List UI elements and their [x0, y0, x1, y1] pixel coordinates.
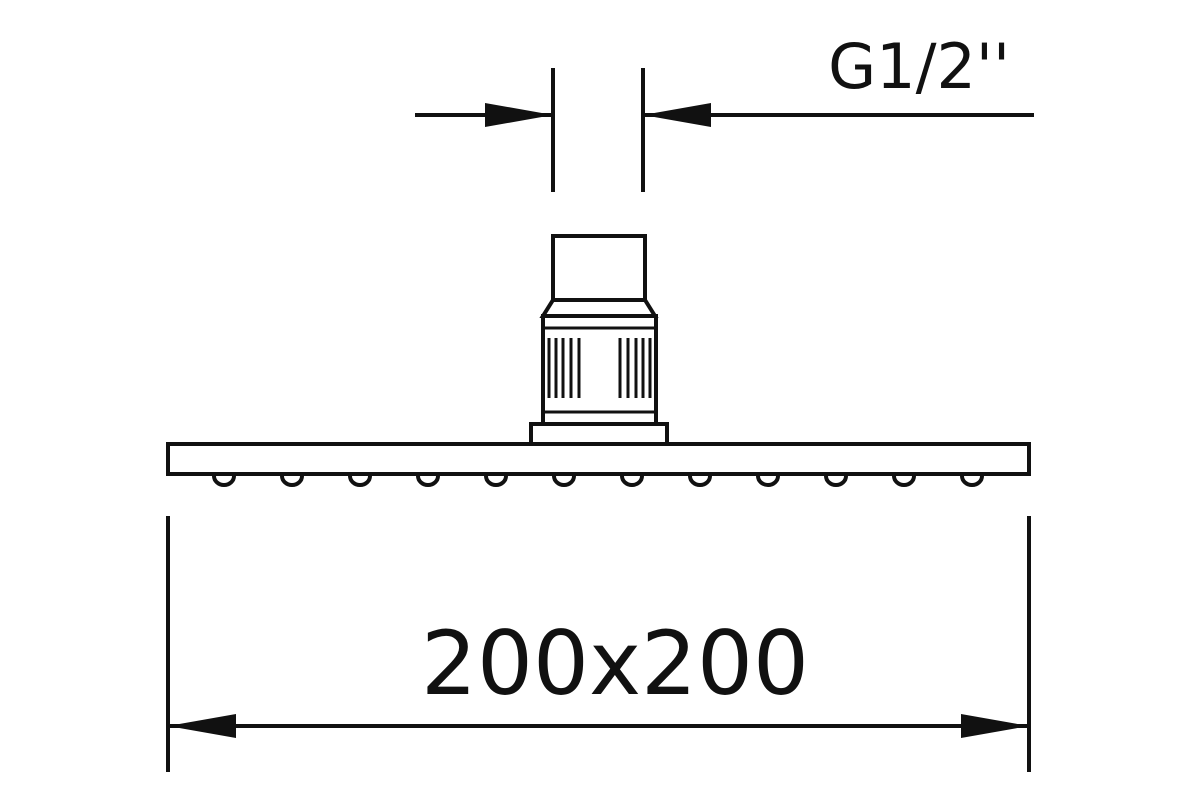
nozzle — [280, 475, 304, 487]
size-arrow-left — [168, 714, 236, 738]
nozzle — [688, 475, 712, 487]
thread-arrow-left-pointing — [643, 103, 711, 127]
fitting-hex-nut — [551, 234, 647, 302]
size-arrow-right — [961, 714, 1029, 738]
size-dimension: 200x200 — [166, 516, 1031, 772]
knurl-lines — [547, 338, 652, 398]
nozzle — [212, 475, 236, 487]
nozzle — [620, 475, 644, 487]
connection-fitting — [529, 234, 669, 446]
nozzle — [552, 475, 576, 487]
fitting-knurled-body — [541, 314, 658, 426]
nozzle — [960, 475, 984, 487]
head-plate — [166, 442, 1031, 476]
nozzle — [416, 475, 440, 487]
nozzle-row — [212, 475, 984, 487]
nozzle — [484, 475, 508, 487]
nozzle — [892, 475, 916, 487]
shower-head-plate — [166, 442, 1031, 487]
thread-size-label: G1/2'' — [828, 30, 1010, 103]
nozzle — [348, 475, 372, 487]
nozzle — [756, 475, 780, 487]
thread-arrow-right-pointing — [485, 103, 553, 127]
nozzle — [824, 475, 848, 487]
fitting-taper — [539, 298, 659, 318]
fitting-flange — [529, 422, 669, 446]
thread-dimension: G1/2'' — [415, 30, 1034, 192]
size-label: 200x200 — [421, 612, 809, 715]
